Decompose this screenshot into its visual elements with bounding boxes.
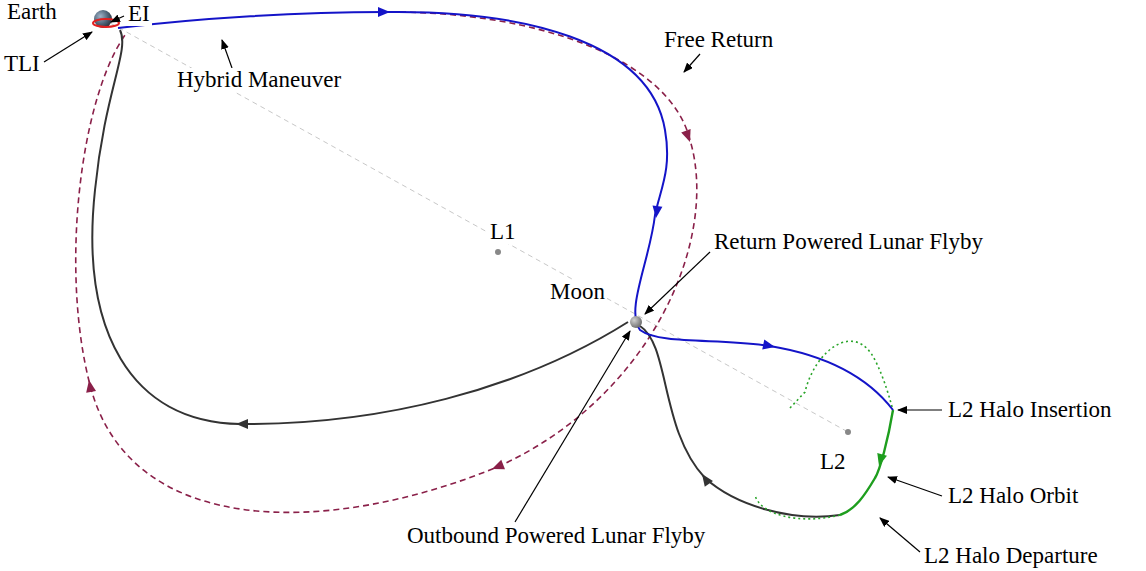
figure-label: L2 Halo Departure bbox=[922, 544, 1100, 568]
figure-label: L2 bbox=[818, 450, 848, 474]
direction-arrow bbox=[698, 471, 713, 487]
figure-label: Free Return bbox=[662, 28, 775, 52]
halo-orbit bbox=[840, 410, 893, 515]
moon-symbol bbox=[630, 316, 642, 328]
figure-label: L1 bbox=[488, 220, 518, 244]
leader-line bbox=[44, 32, 92, 62]
leader-line bbox=[515, 331, 630, 522]
direction-arrow bbox=[651, 205, 662, 218]
leader-line bbox=[880, 518, 920, 552]
figure-label: Return Powered Lunar Flyby bbox=[712, 230, 985, 254]
leader-line bbox=[645, 252, 710, 314]
return-path bbox=[92, 30, 628, 424]
figure-label: Outbound Powered Lunar Flyby bbox=[405, 524, 707, 548]
leader-line bbox=[111, 16, 124, 22]
leader-line bbox=[888, 477, 942, 496]
leader-line bbox=[222, 40, 232, 68]
lagrange-point bbox=[845, 429, 851, 435]
direction-arrow bbox=[84, 379, 96, 393]
figure-label: L2 Halo Insertion bbox=[946, 398, 1114, 422]
direction-arrow bbox=[236, 419, 248, 429]
figure-label: EI bbox=[126, 2, 152, 26]
direction-arrow bbox=[681, 129, 695, 144]
direction-arrow bbox=[378, 7, 390, 17]
lagrange-point bbox=[495, 249, 501, 255]
figure-label: Hybrid Maneuver bbox=[175, 68, 343, 92]
leader-line bbox=[684, 54, 700, 72]
direction-arrow bbox=[874, 453, 887, 467]
figure-label: TLI bbox=[2, 52, 42, 76]
halo-orbit-dotted bbox=[790, 341, 893, 410]
axis-line bbox=[103, 19, 848, 432]
leader-line bbox=[898, 409, 942, 410]
figure-label: Moon bbox=[548, 280, 607, 304]
figure-label: L2 Halo Orbit bbox=[946, 484, 1080, 508]
halo-orbit-dotted bbox=[755, 495, 840, 519]
direction-arrow bbox=[762, 340, 776, 352]
outbound-path bbox=[118, 12, 893, 410]
free-return-path bbox=[76, 12, 697, 512]
figure-label: Earth bbox=[5, 0, 59, 24]
direction-arrow bbox=[490, 460, 505, 474]
